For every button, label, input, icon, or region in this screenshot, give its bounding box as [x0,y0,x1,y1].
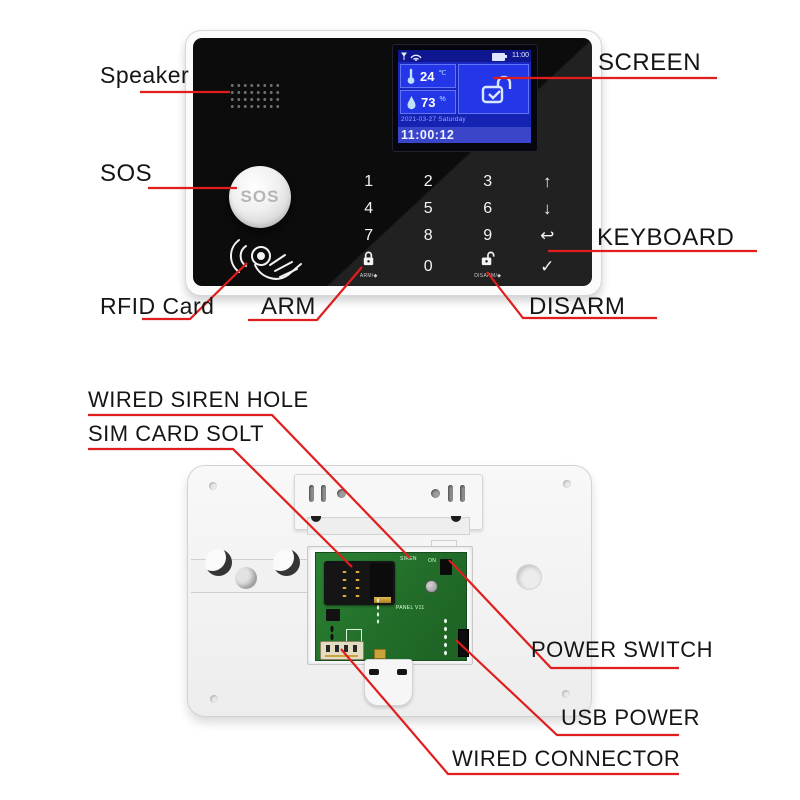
key-back-icon: ↩ [540,226,555,246]
key-1: 1 [364,172,374,190]
label-sos: SOS [100,160,153,187]
key-0: 0 [423,258,433,275]
bracket-slot [309,485,314,502]
temperature-tile: 24 ℃ [400,64,456,88]
key-8: 8 [423,227,433,245]
arm-lock-icon [364,251,374,266]
label-screen: SCREEN [598,49,702,76]
humidity-tile: 73 % [400,90,456,114]
bracket-hole [431,489,440,498]
sim-gold-edge [374,597,391,603]
siren-silkscreen: SIREN [400,556,417,562]
bracket-slot [460,485,465,502]
key-confirm-check-icon: ✓ [540,257,555,276]
key-5: 5 [423,199,433,217]
pcb-chip [326,609,340,621]
sos-button: SOS [229,166,291,228]
keyhole-bump [205,549,232,576]
battery-icon [492,53,507,61]
label-rfid-card: RFID Card [100,293,215,319]
screen-date: 2021-03-27 Saturday [401,116,466,123]
pcb-recess: SIREN ON PANEL V11 [307,546,473,665]
label-wired-siren-hole: WIRED SIREN HOLE [88,387,309,412]
key-arm: ARM/◆ [339,250,399,284]
bracket-slot [448,485,453,502]
key-disarm: DISARM/◆ [458,250,518,284]
label-sim-card-slot: SIM CARD SOLT [88,421,265,446]
arm-key-sublabel: ARM/◆ [359,273,378,279]
screen-statusbar: 11:00 [398,50,531,62]
key-3: 3 [483,172,493,190]
screen-datebar: 2021-03-27 Saturday [398,114,531,127]
lcd-screen-bezel: 11:00 24 ℃ [392,44,538,152]
key-2: 2 [423,172,433,190]
alarm-panel-front: 11:00 24 ℃ [185,30,602,296]
keyhole-bump [273,549,300,576]
bracket-notch [451,516,461,522]
bracket-hole [337,489,346,498]
on-silkscreen: ON [428,558,437,564]
screen-time: 11:00:12 [401,128,455,142]
mounting-bracket [294,474,483,535]
label-arm: ARM [261,293,316,320]
panel-glass-face: 11:00 24 ℃ [193,38,592,286]
panel-version-silkscreen: PANEL V11 [396,605,425,611]
label-usb-power: USB POWER [561,705,700,730]
screw-dimple [563,480,571,488]
touch-keypad: 1 2 3 ↑ 4 5 6 ↓ 7 8 9 ↩ ARM/◆ [339,168,577,284]
screw-dimple [210,695,218,703]
usb-power-port [458,629,469,657]
tab-mark [397,669,407,675]
tab-mark [369,669,379,675]
wired-connector [320,641,364,660]
main-pcb: SIREN ON PANEL V11 [315,552,469,661]
temperature-unit: ℃ [438,70,447,77]
label-wired-connector: WIRED CONNECTOR [452,746,681,771]
gold-terminal [374,649,386,659]
humidity-unit: % [439,95,446,103]
sim-contact-pads [338,568,364,598]
humidity-value: 73 [421,94,436,110]
bracket-lip [307,517,470,535]
label-keyboard: KEYBOARD [597,224,735,251]
key-9: 9 [483,227,493,245]
label-power-switch: POWER SWITCH [531,637,713,662]
statusbar-time: 11:00 [512,52,529,59]
speaker-grille [229,82,281,110]
pcb-screw [425,580,438,593]
key-6: 6 [483,199,493,217]
humidity-drop-icon [407,95,416,109]
screen-timebar: 11:00:12 [398,127,531,143]
label-speaker: Speaker [100,62,190,88]
keyhole-knob [235,567,257,589]
sim-cover [370,563,393,599]
key-7: 7 [364,227,374,245]
alarm-panel-back: SIREN ON PANEL V11 [187,465,592,717]
pcb-vias [376,597,380,625]
sos-button-label: SOS [240,187,280,206]
power-switch [440,559,452,575]
disarm-key-sublabel: DISARM/◆ [474,273,502,279]
signal-wifi-icon [401,52,422,61]
key-4: 4 [364,199,374,217]
lcd-screen: 11:00 24 ℃ [398,50,531,143]
back-round-hole [516,564,542,590]
sim-card-slot [324,561,395,605]
bottom-tab [364,659,413,706]
terminal-pads [443,617,448,657]
thermometer-icon [407,68,415,84]
disarm-unlock-icon [482,251,495,266]
bracket-slot [321,485,326,502]
temperature-value: 24 [420,68,435,84]
key-up-arrow-icon: ↑ [543,171,552,191]
disarmed-unlock-icon [481,75,512,104]
label-disarm: DISARM [529,293,626,320]
key-down-arrow-icon: ↓ [543,198,552,218]
screw-dimple [562,690,570,698]
screw-dimple [209,482,217,490]
arm-state-tile [458,64,529,114]
rfid-swipe-icon [230,239,302,280]
